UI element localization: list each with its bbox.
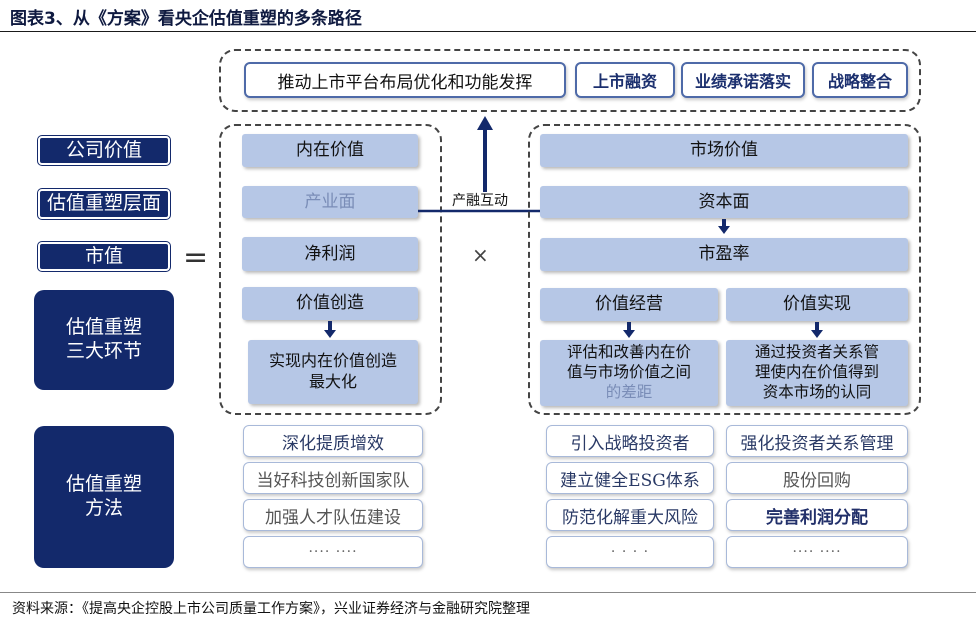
equals-sign: = — [183, 240, 209, 275]
market-value-box: 市场价值 — [540, 134, 908, 167]
title-rule — [0, 31, 976, 32]
method-col3-more: ···· ···· — [726, 536, 908, 568]
method-deepen-efficiency: 深化提质增效 — [243, 425, 423, 457]
arrow-stem-realization — [815, 322, 819, 331]
net-profit-box: 净利润 — [242, 237, 418, 271]
methods-label: 估值重塑 方法 — [34, 426, 174, 568]
three-stages-label: 估值重塑 三大环节 — [34, 290, 174, 390]
market-value-container — [528, 124, 921, 415]
method-tech-innovation: 当好科技创新国家队 — [243, 462, 423, 494]
intrinsic-value-box: 内在价值 — [242, 134, 418, 167]
industry-aspect-box: 产业面 — [242, 186, 418, 218]
method-esg-system: 建立健全ESG体系 — [546, 462, 714, 494]
method-risk-prevention: 防范化解重大风险 — [546, 499, 714, 531]
intrinsic-value-container — [219, 124, 442, 415]
method-investor-relations: 强化投资者关系管理 — [726, 425, 908, 457]
method-col2-more: · · · · — [546, 536, 714, 568]
operation-description-tail: 的差距 — [605, 382, 653, 401]
company-value-label: 公司价值 — [38, 136, 170, 165]
method-col1-more: ···· ···· — [243, 536, 423, 568]
interaction-connector — [418, 116, 542, 213]
valuation-level-label: 估值重塑层面 — [38, 189, 170, 219]
capital-aspect-box: 资本面 — [540, 186, 908, 218]
arrow-stem-operation — [627, 322, 631, 331]
method-profit-distribution: 完善利润分配 — [726, 499, 908, 531]
platform-optimization-box: 推动上市平台布局优化和功能发挥 — [244, 62, 566, 98]
pe-ratio-box: 市盈率 — [540, 238, 908, 271]
realization-description-box: 通过投资者关系管 理使内在价值得到 资本市场的认同 — [726, 340, 908, 406]
arrow-stem-capital — [722, 219, 726, 227]
arrow-down-creation — [324, 330, 336, 338]
value-operation-box: 价值经营 — [540, 288, 718, 321]
industry-finance-interaction-label: 产融互动 — [452, 193, 508, 209]
arrow-down-operation — [623, 330, 635, 338]
arrow-stem-creation — [328, 321, 332, 331]
performance-commitment-box: 业绩承诺落实 — [681, 62, 805, 98]
figure-title: 图表3、从《方案》看央企估值重塑的多条路径 — [10, 9, 362, 29]
arrow-down-capital — [718, 226, 730, 234]
maximize-intrinsic-box: 实现内在价值创造 最大化 — [248, 340, 418, 404]
operation-description-text: 评估和改善内在价 值与市场价值之间 — [566, 343, 691, 382]
method-strategic-investors: 引入战略投资者 — [546, 425, 714, 457]
arrow-down-realization — [811, 330, 823, 338]
source-note: 资料来源：《提高央企控股上市公司质量工作方案》，兴业证券经济与金融研究院整理 — [12, 601, 530, 617]
listing-financing-box: 上市融资 — [575, 62, 675, 98]
value-realization-box: 价值实现 — [726, 288, 908, 321]
strategic-integration-box: 战略整合 — [812, 62, 908, 98]
method-share-buyback: 股份回购 — [726, 462, 908, 494]
source-rule — [0, 592, 976, 593]
value-creation-box: 价值创造 — [242, 287, 418, 320]
market-cap-label: 市值 — [38, 242, 170, 271]
method-talent-building: 加强人才队伍建设 — [243, 499, 423, 531]
top-container — [219, 49, 921, 112]
operation-description-box: 评估和改善内在价 值与市场价值之间 的差距 — [540, 340, 718, 406]
times-sign: × — [472, 243, 489, 267]
